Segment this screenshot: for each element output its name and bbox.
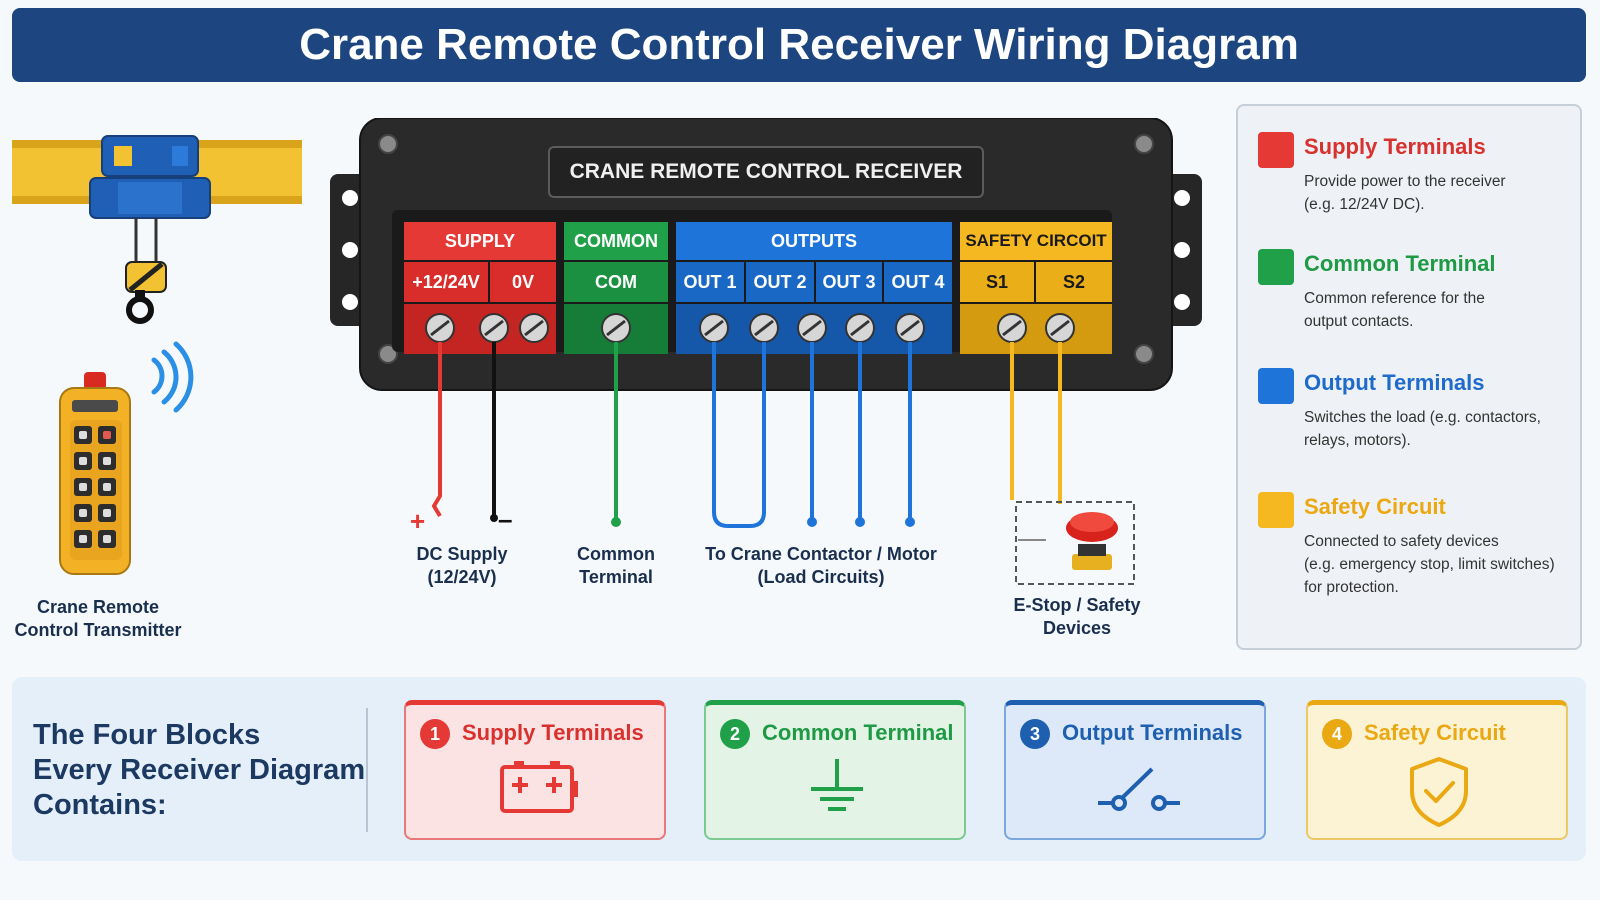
common-terminal-caption: Common Terminal xyxy=(556,543,676,589)
caption-line: Devices xyxy=(1042,618,1112,638)
outputs-block-header: OUTPUTS xyxy=(676,222,952,260)
ground-icon xyxy=(811,759,863,811)
card-number: 2 xyxy=(720,719,750,749)
desc-line: output contacts. xyxy=(1304,313,1414,330)
safety-screw-strip xyxy=(960,304,1112,354)
legend-desc: Switches the load (e.g. contactors, rela… xyxy=(1304,406,1600,452)
terminal-label-12-24v: +12/24V xyxy=(404,262,488,302)
estop-caption: E-Stop / Safety Devices xyxy=(996,594,1158,640)
legend-swatch xyxy=(1258,492,1294,528)
switch-icon xyxy=(1098,767,1180,811)
card-number: 1 xyxy=(420,719,450,749)
legend-desc: Common reference for the output contacts… xyxy=(1304,287,1584,333)
terminal-label-out1: OUT 1 xyxy=(676,262,744,302)
desc-line: relays, motors). xyxy=(1304,432,1411,449)
desc-line: for protection. xyxy=(1304,579,1399,596)
desc-line: (e.g. 12/24V DC). xyxy=(1304,196,1425,213)
positive-sign: + xyxy=(410,506,426,536)
card-title: Safety Circuit xyxy=(1364,720,1506,745)
terminal-label-out3: OUT 3 xyxy=(816,262,882,302)
terminal-label-com: COM xyxy=(564,262,668,302)
title-line: Every Receiver Diagram xyxy=(33,754,366,786)
dc-supply-caption: DC Supply (12/24V) xyxy=(388,543,536,589)
card-supply-terminals: 1 Supply Terminals xyxy=(404,700,666,840)
legend-title: Output Terminals xyxy=(1304,370,1485,395)
card-number: 4 xyxy=(1322,719,1352,749)
terminal-label-out2: OUT 2 xyxy=(746,262,814,302)
desc-line: (e.g. emergency stop, limit switches) xyxy=(1304,556,1555,573)
caption-line: Terminal xyxy=(579,567,653,587)
battery-icon xyxy=(500,761,578,813)
legend-title: Supply Terminals xyxy=(1304,134,1486,159)
load-circuits-caption: To Crane Contactor / Motor (Load Circuit… xyxy=(688,543,954,589)
card-title: Supply Terminals xyxy=(462,720,644,745)
terminal-label-s1: S1 xyxy=(960,262,1034,302)
card-safety-circuit: 4 Safety Circuit xyxy=(1306,700,1568,840)
desc-line: Connected to safety devices xyxy=(1304,533,1499,550)
caption-line: (Load Circuits) xyxy=(757,567,885,587)
shield-check-icon xyxy=(1410,757,1468,827)
divider xyxy=(366,708,368,832)
caption-line: (12/24V) xyxy=(427,567,497,587)
caption-line: E-Stop / Safety xyxy=(1013,595,1141,615)
legend-swatch xyxy=(1258,132,1294,168)
card-number: 3 xyxy=(1020,719,1050,749)
card-common-terminal: 2 Common Terminal xyxy=(704,700,966,840)
legend-title: Common Terminal xyxy=(1304,251,1496,276)
caption-line: Common xyxy=(577,544,655,564)
caption-line: DC Supply xyxy=(416,544,508,564)
legend-desc: Connected to safety devices (e.g. emerge… xyxy=(1304,530,1600,599)
remote-transmitter-icon xyxy=(59,341,194,575)
terminal-label-0v: 0V xyxy=(490,262,556,302)
legend-title: Safety Circuit xyxy=(1304,494,1446,519)
caption-line: Control Transmitter xyxy=(14,620,182,640)
receiver-label: CRANE REMOTE CONTROL RECEIVER xyxy=(548,146,984,198)
page-title: Crane Remote Control Receiver Wiring Dia… xyxy=(12,8,1586,82)
terminal-label-s2: S2 xyxy=(1036,262,1112,302)
title-line: Contains: xyxy=(33,789,167,821)
title-line: The Four Blocks xyxy=(33,719,261,751)
transmitter-caption: Crane Remote Control Transmitter xyxy=(8,596,188,642)
legend-panel: Supply Terminals Provide power to the re… xyxy=(1236,104,1582,650)
supply-block-header: SUPPLY xyxy=(404,222,556,260)
card-title: Output Terminals xyxy=(1062,720,1243,745)
desc-line: Common reference for the xyxy=(1304,290,1485,307)
legend-desc: Provide power to the receiver (e.g. 12/2… xyxy=(1304,170,1584,216)
terminal-label-out4: OUT 4 xyxy=(884,262,952,302)
safety-block-header: SAFETY CIRCOIT xyxy=(960,222,1112,260)
desc-line: Switches the load (e.g. contactors, xyxy=(1304,409,1541,426)
card-output-terminals: 3 Output Terminals xyxy=(1004,700,1266,840)
desc-line: Provide power to the receiver xyxy=(1304,173,1506,190)
card-title: Common Terminal xyxy=(762,720,954,745)
bottom-title: The Four Blocks Every Receiver Diagram C… xyxy=(33,718,365,823)
overhead-crane-icon xyxy=(12,135,302,324)
negative-sign: – xyxy=(498,504,513,534)
common-block-header: COMMON xyxy=(564,222,668,260)
caption-line: To Crane Contactor / Motor xyxy=(705,544,937,564)
legend-swatch xyxy=(1258,368,1294,404)
legend-swatch xyxy=(1258,249,1294,285)
caption-line: Crane Remote xyxy=(36,597,160,617)
